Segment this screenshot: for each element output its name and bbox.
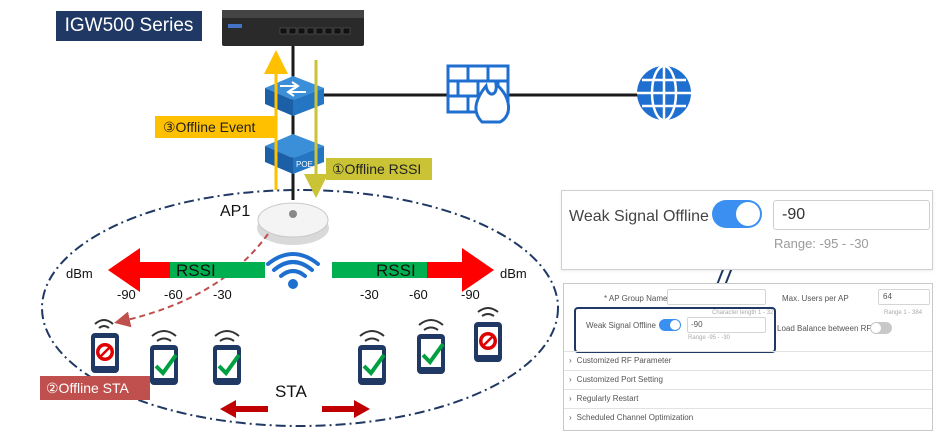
max-users-input[interactable]: 64 bbox=[878, 289, 930, 305]
max-users-label: Max. Users per AP bbox=[782, 294, 849, 303]
connected-phone-icon bbox=[150, 330, 178, 385]
offline-sta-label: ②Offline STA bbox=[40, 376, 150, 400]
section-regularly-restart[interactable]: ›Regularly Restart bbox=[564, 389, 932, 408]
section-customized-port[interactable]: ›Customized Port Setting bbox=[564, 370, 932, 389]
weak-signal-label: Weak Signal Offline bbox=[569, 208, 709, 225]
blocked-phone-icon bbox=[91, 319, 119, 373]
connected-phone-icon bbox=[358, 330, 386, 385]
rssi-label-left: RSSI bbox=[176, 261, 216, 280]
panel-weak-signal-input[interactable]: -90 bbox=[687, 317, 766, 333]
panel-weak-signal-label: Weak Signal Offline bbox=[586, 321, 656, 330]
connected-phone-icon bbox=[213, 330, 241, 385]
chevron-right-icon: › bbox=[569, 413, 572, 422]
weak-signal-toggle[interactable] bbox=[712, 200, 762, 228]
weak-signal-input[interactable]: -90 bbox=[773, 200, 930, 230]
ap-group-name-label: * AP Group Name bbox=[604, 294, 668, 303]
panel-weak-signal-range: Range -95 - -30 bbox=[688, 335, 731, 341]
weak-signal-highlight bbox=[574, 307, 776, 353]
access-point-icon bbox=[257, 202, 329, 245]
value-left-30: -30 bbox=[213, 287, 232, 302]
ap-group-name-input[interactable] bbox=[667, 289, 766, 305]
value-left-60: -60 bbox=[164, 287, 183, 302]
weak-signal-zoom-panel: Weak Signal Offline -90 Range: -95 - -30 bbox=[561, 190, 933, 270]
globe-icon bbox=[637, 64, 691, 122]
svg-text:POE: POE bbox=[296, 160, 313, 169]
load-balance-label: Load Balance between RF bbox=[777, 324, 872, 333]
connected-phone-icon bbox=[417, 319, 445, 374]
sta-double-arrow bbox=[220, 400, 370, 418]
dbm-label-right: dBm bbox=[500, 266, 527, 281]
offline-rssi-label: ①Offline RSSI bbox=[326, 158, 432, 180]
offline-event-label: ③Offline Event bbox=[155, 116, 275, 138]
chevron-right-icon: › bbox=[569, 394, 572, 403]
dbm-label-left: dBm bbox=[66, 266, 93, 281]
wifi-signal-icon bbox=[266, 252, 320, 289]
rssi-arrow-left bbox=[108, 248, 265, 292]
load-balance-toggle[interactable] bbox=[870, 322, 892, 334]
product-title: IGW500 Series bbox=[56, 11, 202, 41]
weak-signal-range: Range: -95 - -30 bbox=[774, 236, 869, 251]
value-right-90: -90 bbox=[461, 287, 480, 302]
rssi-arrow-right bbox=[332, 248, 494, 292]
chevron-right-icon: › bbox=[569, 375, 572, 384]
rssi-label-right: RSSI bbox=[376, 261, 416, 280]
section-scheduled-channel[interactable]: ›Scheduled Channel Optimization bbox=[564, 408, 932, 427]
firewall-icon bbox=[446, 64, 510, 124]
char-length-hint: Character length 1 - 32 bbox=[712, 310, 774, 316]
max-users-range: Range 1 - 384 bbox=[884, 310, 923, 316]
value-left-90: -90 bbox=[117, 287, 136, 302]
panel-weak-signal-toggle[interactable] bbox=[659, 319, 681, 331]
value-right-60: -60 bbox=[409, 287, 428, 302]
value-right-30: -30 bbox=[360, 287, 379, 302]
chevron-right-icon: › bbox=[569, 356, 572, 365]
coverage-ellipse bbox=[41, 189, 559, 427]
ap-label: AP1 bbox=[220, 203, 251, 220]
blocked-phone-icon bbox=[474, 307, 502, 362]
section-customized-rf[interactable]: ›Customized RF Parameter bbox=[564, 351, 932, 370]
gateway-icon bbox=[222, 10, 364, 46]
sta-label: STA bbox=[275, 382, 307, 401]
ap-group-settings-panel: * AP Group Name Character length 1 - 32 … bbox=[563, 283, 933, 431]
